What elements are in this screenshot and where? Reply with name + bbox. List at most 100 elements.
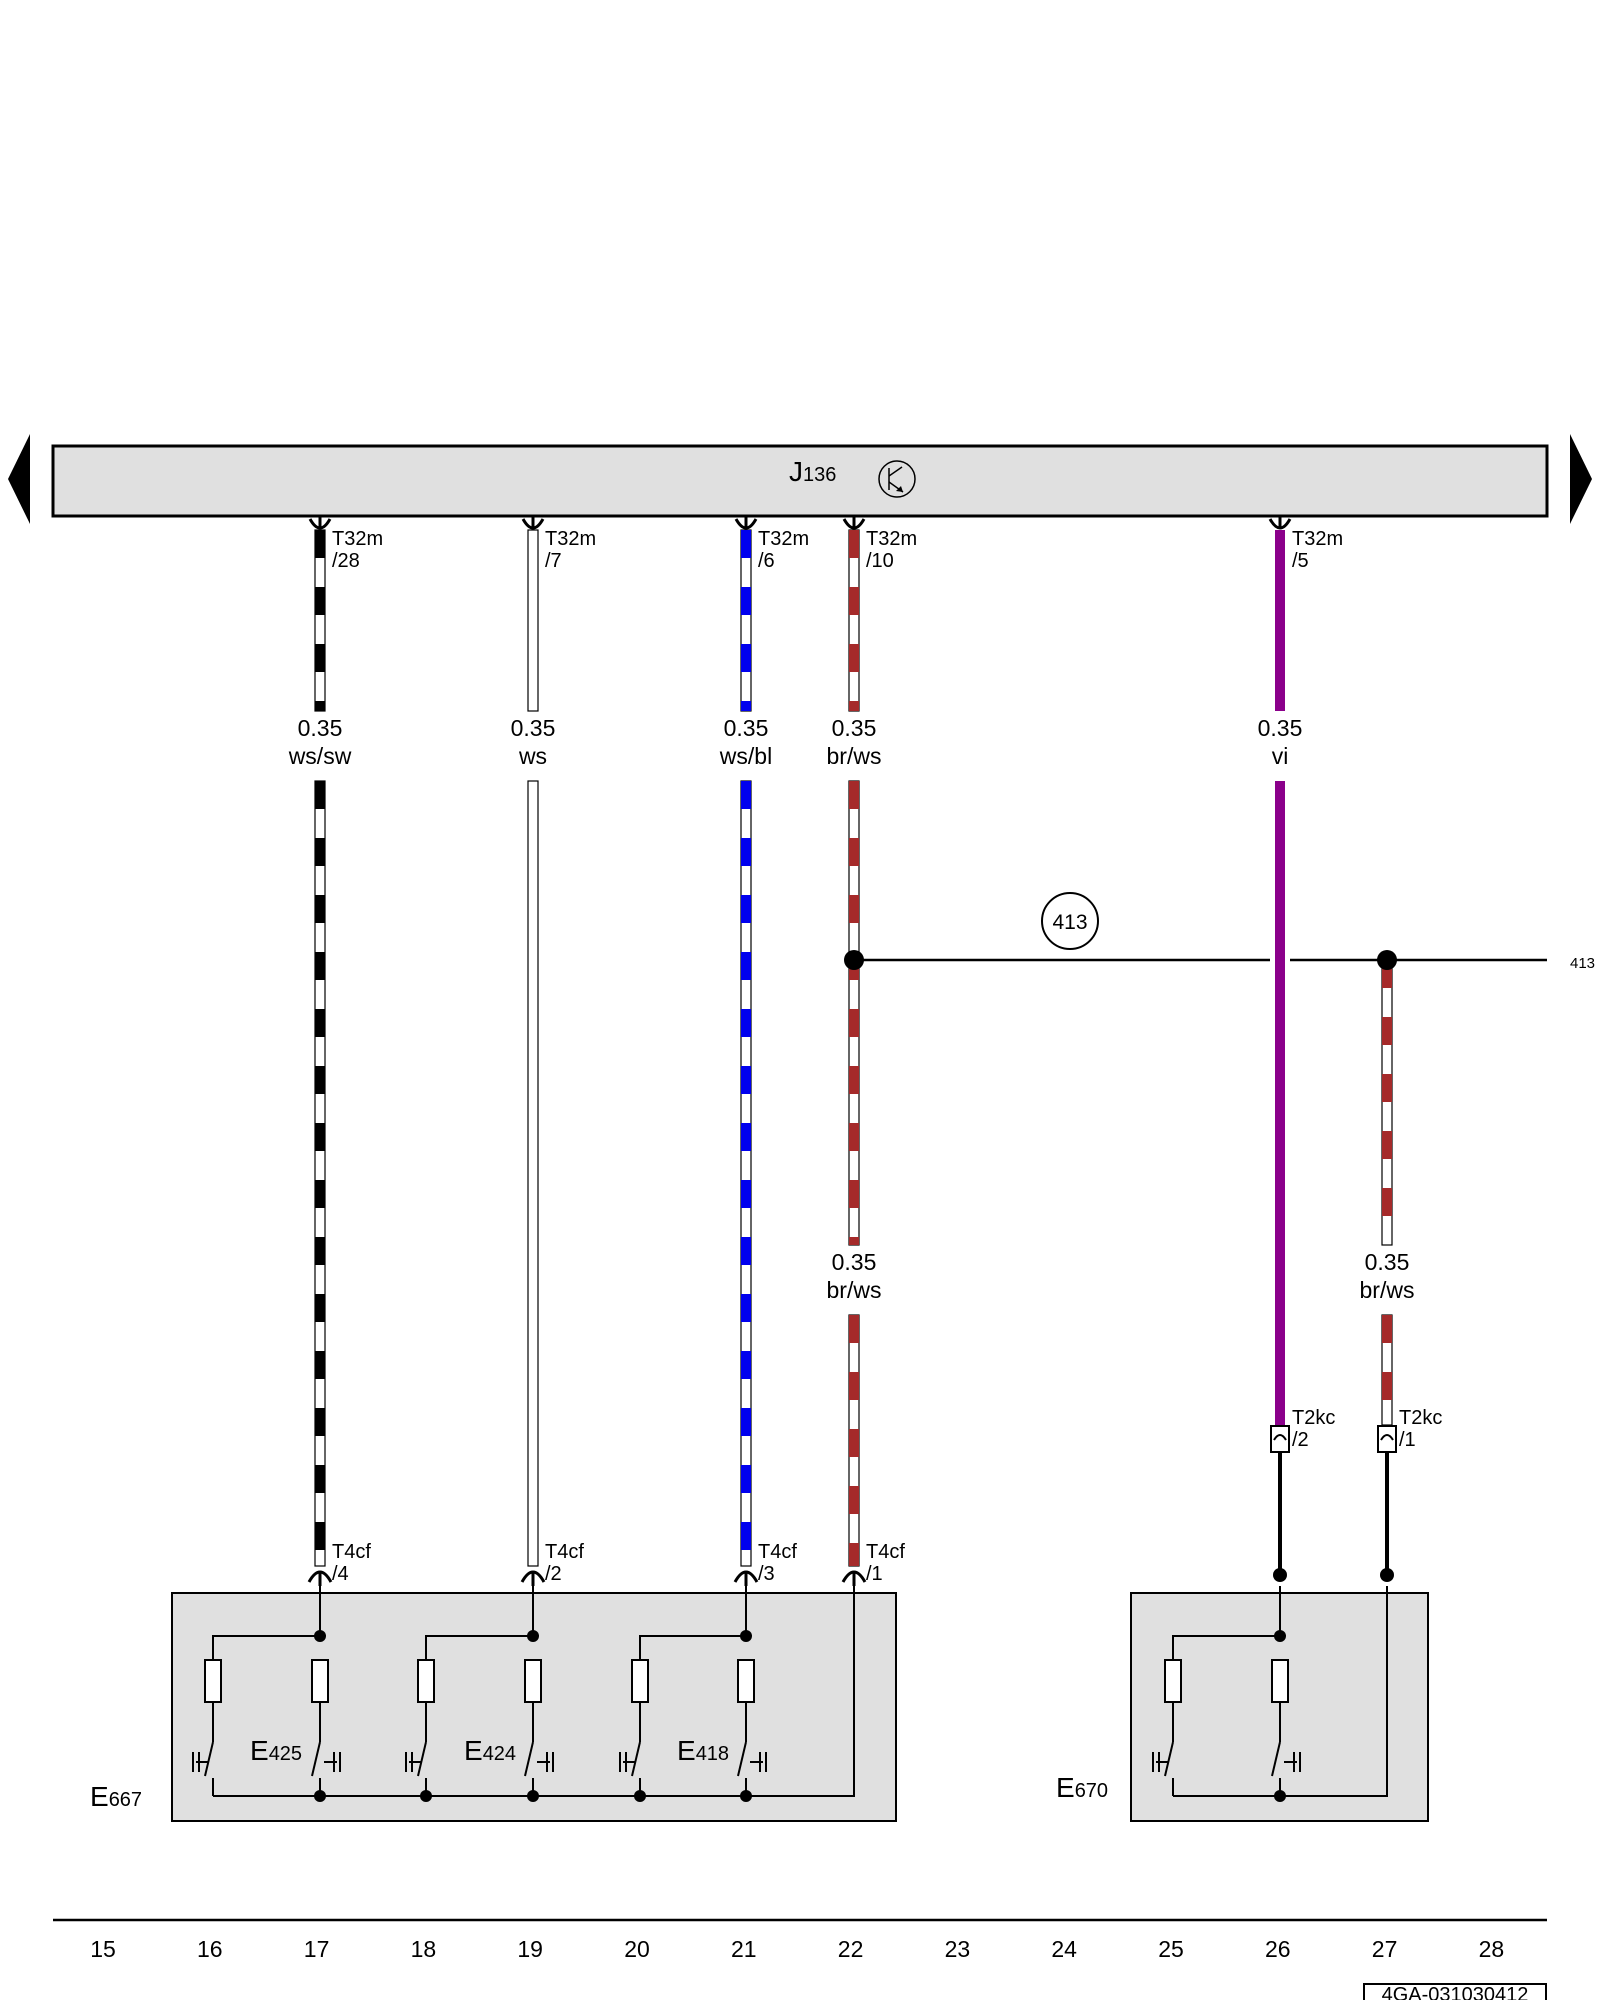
junction-ref-circle: [1041, 892, 1099, 950]
connector-label: T32m: [866, 528, 917, 550]
resistor-icon: [204, 1659, 222, 1703]
transistor-icon: [878, 460, 916, 498]
component-number: 418: [696, 1743, 729, 1765]
page-left-arrow[interactable]: [8, 434, 30, 524]
resistor-icon: [524, 1659, 542, 1703]
wire-stripe: [849, 1237, 859, 1245]
connector-pin-icon: [307, 1570, 333, 1586]
component-e667[interactable]: E667 E425 E424 E418: [90, 1586, 897, 1822]
wire-stripe: [849, 530, 859, 558]
component-label: E670: [1056, 1772, 1108, 1803]
component-number: 667: [109, 1789, 142, 1811]
wire-stripe: [741, 1180, 751, 1208]
wire-gauge: 0.35: [832, 715, 877, 741]
wire-br-ws: [848, 1314, 860, 1567]
column-number: 24: [1051, 1936, 1077, 1962]
wire-gauge: 0.35: [832, 1249, 877, 1275]
junction-dot: [1377, 950, 1397, 970]
resistor-icon: [1271, 1659, 1289, 1703]
wire-br-ws: [848, 529, 860, 712]
wire-stripe: [849, 701, 859, 711]
switch-circuit: [1152, 1586, 1388, 1802]
module-designation: J: [789, 456, 803, 487]
wire-stripe: [1382, 1315, 1392, 1343]
junction-dot: [1274, 1790, 1286, 1802]
push-button-icon: [324, 1752, 341, 1772]
document-id-text: 4GA-031030412: [1382, 1984, 1529, 2000]
wire-ws: [527, 529, 539, 712]
push-button-icon: [1152, 1752, 1169, 1772]
junction-continuation: 413: [1570, 955, 1595, 972]
connector-pin-icon: [308, 515, 332, 530]
pin-label: /28: [332, 550, 360, 572]
wire-color: ws: [518, 743, 547, 769]
switch-icon: [1271, 1741, 1281, 1777]
resistor-icon: [417, 1659, 435, 1703]
wire-stripe: [315, 1408, 325, 1436]
page-right-arrow[interactable]: [1570, 434, 1592, 524]
switch-icon: [524, 1741, 534, 1777]
wire-stripe: [741, 1465, 751, 1493]
wire-stripe: [315, 838, 325, 866]
wire-stripe: [849, 1123, 859, 1151]
wire-stripe: [315, 1351, 325, 1379]
wire-stripe: [315, 895, 325, 923]
column-number: 22: [838, 1936, 864, 1962]
component-label: E667: [90, 1781, 142, 1812]
push-button-icon: [192, 1752, 209, 1772]
junction-dot: [1273, 1568, 1287, 1582]
pin-label: /1: [866, 1563, 883, 1585]
wire-stripe: [741, 587, 751, 615]
wire-stripe: [849, 1066, 859, 1094]
wire-stripe: [741, 701, 751, 711]
connector-pin-icon: [734, 515, 758, 530]
component-e670[interactable]: E670: [1056, 1586, 1429, 1822]
component-number: 424: [483, 1743, 516, 1765]
column-number: 23: [945, 1936, 971, 1962]
wire-br-ws: [1381, 959, 1393, 1246]
wire-color: br/ws: [827, 743, 882, 769]
push-button-icon: [405, 1752, 422, 1772]
wire-outline: [527, 529, 539, 712]
pin-label: /1: [1399, 1429, 1416, 1451]
bottom-connector-labels: T4cf /4 T4cf /2 T4cf /3 T4cf /1 T2kc /2 …: [332, 1407, 1442, 1585]
wire-stripe: [741, 1009, 751, 1037]
wire-stripe: [741, 838, 751, 866]
wire-stripe: [849, 1180, 859, 1208]
wire-color: ws/bl: [719, 743, 772, 769]
ground-bus: [1173, 1586, 1388, 1797]
column-number: 19: [517, 1936, 543, 1962]
switch-circuit: [192, 1586, 855, 1802]
wire-stripe: [849, 1009, 859, 1037]
wire-stripe: [849, 1429, 859, 1457]
switch-icon: [1164, 1741, 1174, 1777]
switch-label: E425: [250, 1735, 302, 1766]
column-number: 17: [304, 1936, 330, 1962]
connector-pin-icon: [1270, 1425, 1290, 1453]
connector-pin-icon: [1268, 515, 1292, 530]
wire-vi: [1275, 781, 1285, 1425]
connector-label: T4cf: [332, 1541, 371, 1563]
wire-ws: [527, 780, 539, 1567]
wire-stripe: [315, 701, 325, 711]
wire-stripe: [849, 781, 859, 809]
push-button-icon: [619, 1752, 636, 1772]
wire-stripe: [849, 587, 859, 615]
wire-stripe: [315, 781, 325, 809]
control-module-j136[interactable]: J136: [51, 444, 1549, 518]
wire-stripe: [849, 895, 859, 923]
wire-color: ws/sw: [288, 743, 352, 769]
circuit-line: [212, 1635, 320, 1660]
junction-413[interactable]: 413 413: [844, 892, 1595, 972]
wire-stripe: [315, 1465, 325, 1493]
wire-stripe: [849, 838, 859, 866]
push-button-icon: [1284, 1752, 1301, 1772]
component-designation: E: [464, 1735, 483, 1766]
component-designation: E: [250, 1735, 269, 1766]
pin-label: /6: [758, 550, 775, 572]
wire-stripe: [849, 644, 859, 672]
document-id: 4GA-031030412: [1363, 1983, 1547, 2000]
column-number: 21: [731, 1936, 757, 1962]
